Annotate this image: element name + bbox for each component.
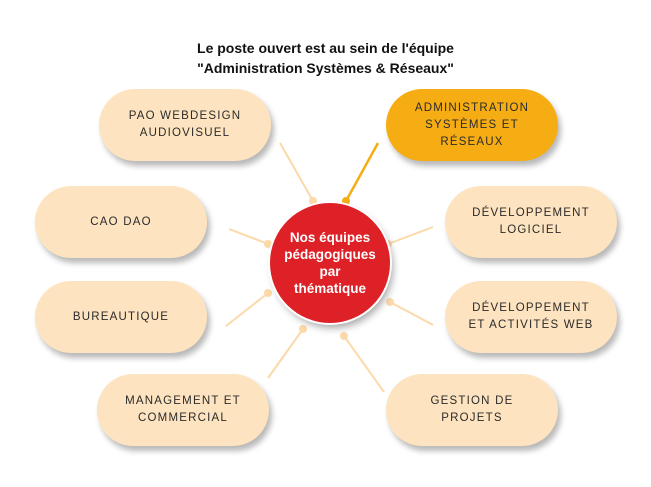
connector-devweb xyxy=(389,301,434,326)
central-hub: Nos équipes pédagogiques par thématique xyxy=(270,203,390,323)
team-label: DÉVELOPPEMENT ET ACTIVITÉS WEB xyxy=(468,302,594,331)
connector-dot-admin xyxy=(342,197,350,205)
connector-bureau xyxy=(225,292,269,327)
hub-label: Nos équipes pédagogiques par thématique xyxy=(284,230,376,296)
team-label: MANAGEMENT ET COMMERCIAL xyxy=(125,395,241,424)
team-gestion-projets: GESTION DE PROJETS xyxy=(386,374,558,446)
connector-dot-devweb xyxy=(386,298,394,306)
team-label: DÉVELOPPEMENT LOGICIEL xyxy=(472,207,590,236)
connector-dot-mgmt xyxy=(299,325,307,333)
team-developpement-logiciel: DÉVELOPPEMENT LOGICIEL xyxy=(445,186,617,258)
title-line-2: "Administration Systèmes & Réseaux" xyxy=(197,60,454,76)
title-line-1: Le poste ouvert est au sein de l'équipe xyxy=(197,40,454,56)
team-label: CAO DAO xyxy=(90,215,152,228)
team-cao-dao: CAO DAO xyxy=(35,186,207,258)
connector-devlog xyxy=(387,226,434,245)
connector-dot-gestion xyxy=(340,332,348,340)
connector-pao xyxy=(279,142,314,202)
team-management-commercial: MANAGEMENT ET COMMERCIAL xyxy=(97,374,269,446)
connector-dot-bureau xyxy=(264,289,272,297)
team-label: GESTION DE PROJETS xyxy=(430,395,514,424)
connector-gestion xyxy=(343,335,385,393)
team-administration-reseaux: ADMINISTRATION SYSTÈMES ET RÉSEAUX xyxy=(386,89,558,161)
team-bureautique: BUREAUTIQUE xyxy=(35,281,207,353)
connector-admin xyxy=(344,142,380,202)
team-developpement-web: DÉVELOPPEMENT ET ACTIVITÉS WEB xyxy=(445,281,617,353)
diagram-title: Le poste ouvert est au sein de l'équipe … xyxy=(0,38,651,78)
team-label: BUREAUTIQUE xyxy=(72,310,170,323)
connector-dot-pao xyxy=(309,197,317,205)
connector-dot-cao xyxy=(264,240,272,248)
connector-mgmt xyxy=(267,328,304,379)
team-label: PAO WEBDESIGN AUDIOVISUEL xyxy=(128,110,242,139)
team-label: ADMINISTRATION SYSTÈMES ET RÉSEAUX xyxy=(414,101,530,148)
connector-cao xyxy=(228,228,269,245)
team-pao-webdesign: PAO WEBDESIGN AUDIOVISUEL xyxy=(99,89,271,161)
